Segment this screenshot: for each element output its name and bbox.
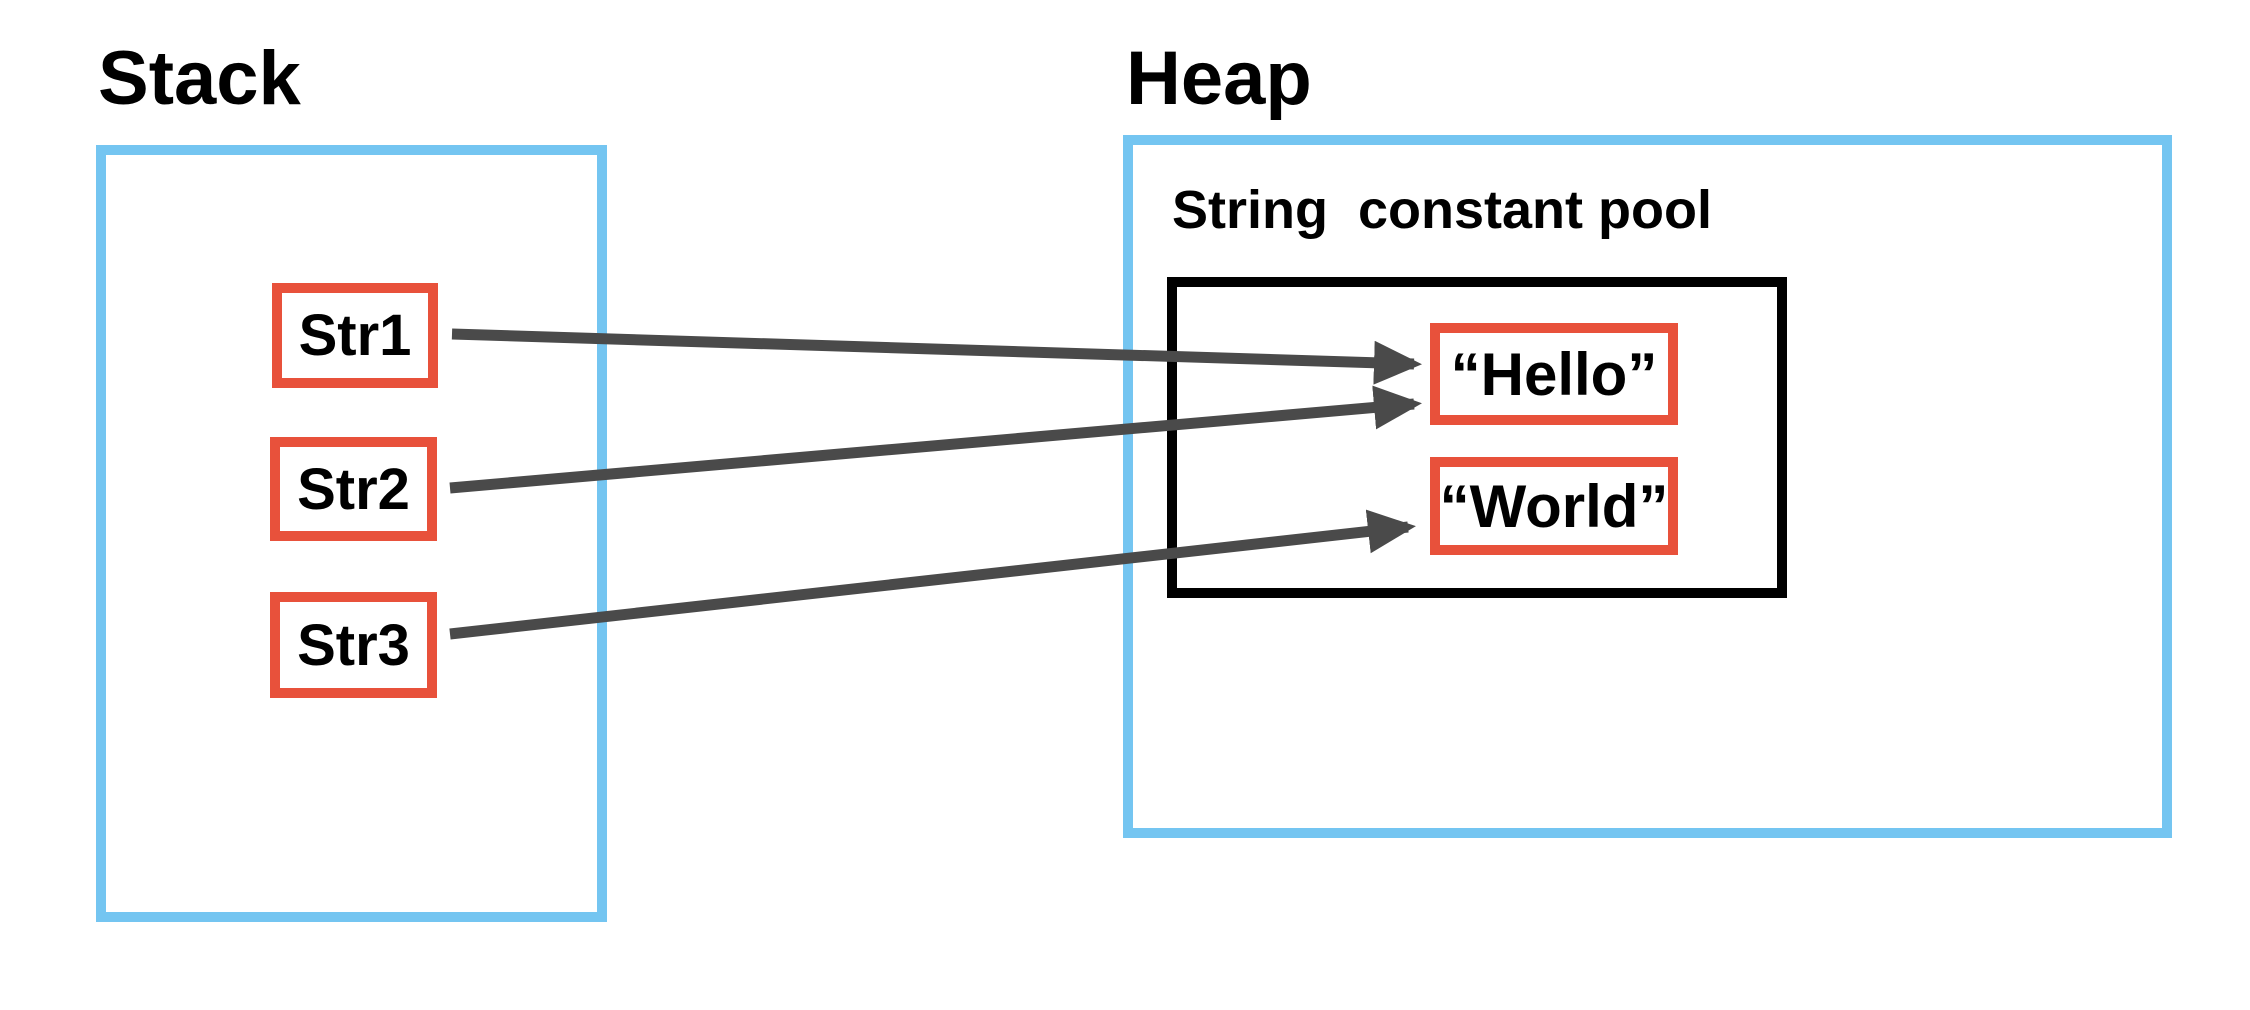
stack-variable-str2-label: Str2 bbox=[297, 456, 410, 522]
heap-string-world: “World” bbox=[1430, 457, 1678, 555]
heap-string-world-label: “World” bbox=[1439, 472, 1669, 540]
heap-string-hello: “Hello” bbox=[1430, 323, 1678, 425]
stack-variable-str3-label: Str3 bbox=[297, 612, 410, 678]
stack-variable-str1: Str1 bbox=[272, 283, 438, 388]
stack-variable-str1-label: Str1 bbox=[298, 303, 412, 368]
string-constant-pool-label: String constant pool bbox=[1172, 180, 1712, 240]
heap-string-hello-label: “Hello” bbox=[1450, 340, 1658, 408]
stack-variable-str2: Str2 bbox=[270, 437, 437, 541]
heap-title: Heap bbox=[1126, 36, 1312, 121]
stack-variable-str3: Str3 bbox=[270, 592, 437, 698]
stack-title: Stack bbox=[98, 36, 301, 121]
